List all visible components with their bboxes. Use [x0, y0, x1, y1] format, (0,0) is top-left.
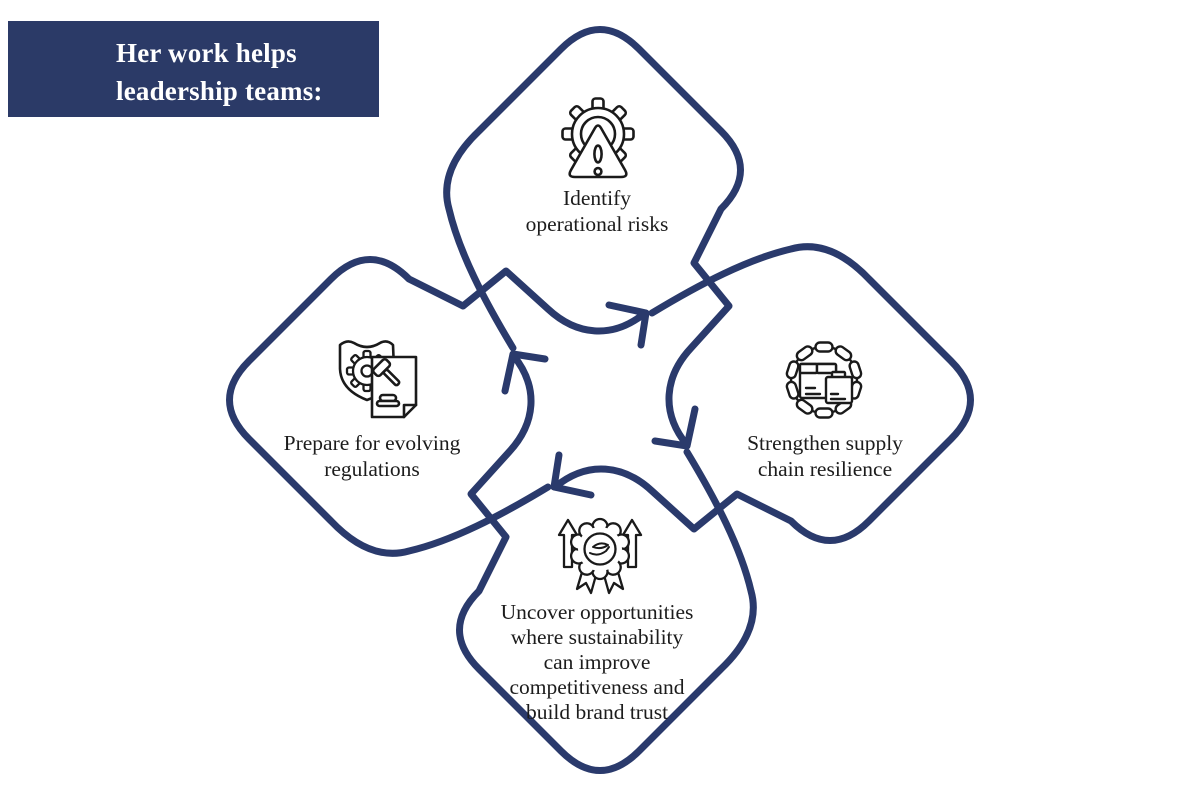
up-arrow-right [621, 518, 643, 569]
hand-shape [589, 542, 610, 556]
label-line: operational risks [525, 212, 669, 236]
label-line: regulations [324, 457, 420, 481]
rosette-shape [568, 517, 632, 581]
exclamation-dot [593, 166, 603, 177]
label-line: Prepare for evolving [283, 431, 461, 455]
shield-gavel-icon [338, 340, 418, 419]
label-line: chain resilience [757, 457, 893, 481]
title-line-2: leadership teams: [116, 76, 323, 106]
gear-alert-icon [561, 97, 635, 179]
award-growth-icon [557, 517, 643, 595]
node-label-identify-risks: Identify operational risks [447, 185, 747, 237]
label-line: Identify [562, 186, 632, 210]
exclamation-bar [593, 144, 603, 164]
package-small [824, 370, 854, 405]
label-line: build brand trust [525, 700, 669, 724]
chain-package-icon [784, 341, 864, 419]
gavel-shape [371, 357, 401, 387]
gavel-plinth [375, 399, 401, 408]
label-line: Uncover opportunities [500, 600, 694, 624]
cycle-unit-top [447, 30, 741, 447]
label-line: competitiveness and [509, 675, 685, 699]
title-box: Her work helps leadership teams: [8, 21, 379, 117]
warning-triangle [568, 124, 628, 179]
label-line: where sustainability [510, 625, 684, 649]
title-line-1: Her work helps [116, 38, 297, 68]
node-label-supply-chain: Strengthen supply chain resilience [675, 430, 975, 482]
up-arrow-left [557, 518, 579, 569]
node-label-regulations: Prepare for evolving regulations [222, 430, 522, 482]
node-label-opportunities: Uncover opportunities where sustainabili… [447, 600, 747, 725]
document-fold [402, 403, 418, 419]
cycle-unit-right [554, 247, 971, 541]
label-line: can improve [543, 650, 651, 674]
label-line: Strengthen supply [747, 431, 903, 455]
cycle-unit-left [230, 260, 647, 554]
